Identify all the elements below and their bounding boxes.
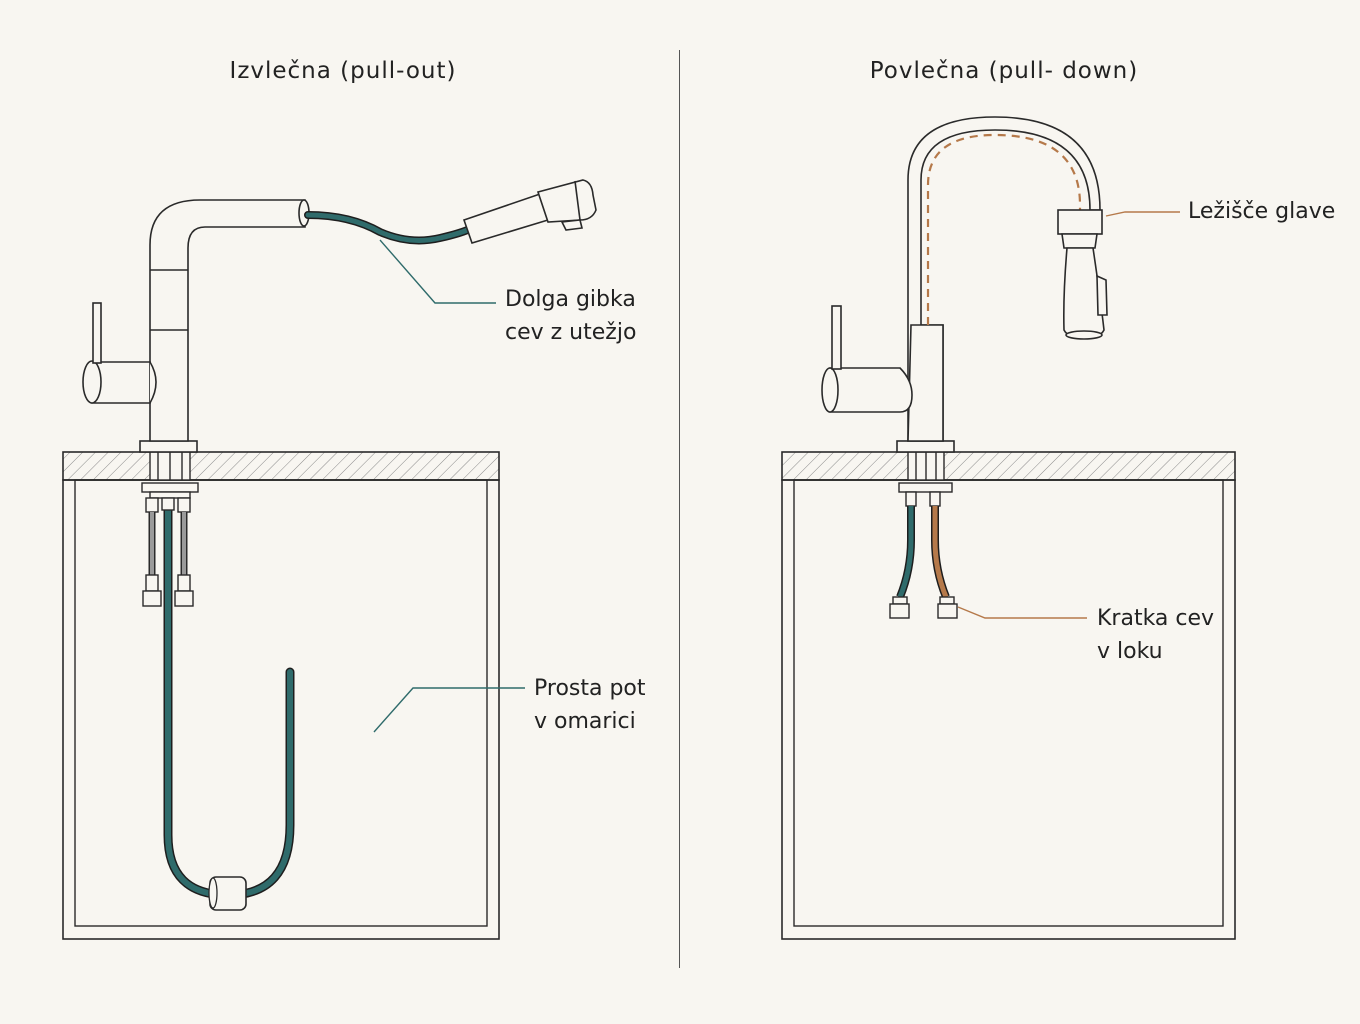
- left-faucet: [82, 199, 310, 453]
- left-panel-title: Izvlečna (pull-out): [229, 58, 457, 84]
- callout-line: cev z utežjo: [505, 320, 637, 345]
- left-spray-head: [462, 179, 597, 244]
- right-internal-hose: [926, 133, 1082, 325]
- panel-divider: [679, 50, 680, 968]
- leader-hose-right: [957, 606, 1087, 619]
- callout-line: v loku: [1097, 639, 1163, 664]
- callout-free-path: Prosta pot v omarici: [534, 672, 646, 738]
- left-supply-lines: [142, 512, 194, 607]
- right-cabinet: [781, 451, 1236, 940]
- right-short-hoses: [889, 506, 958, 619]
- leader-hose-left: [379, 239, 496, 304]
- callout-line: Prosta pot: [534, 676, 646, 701]
- callout-line: Dolga gibka: [505, 287, 636, 312]
- callout-long-hose: Dolga gibka cev z utežjo: [505, 283, 636, 349]
- right-panel-title: Povlečna (pull- down): [869, 58, 1139, 84]
- leader-path-left: [373, 687, 525, 733]
- right-spray-head: [1063, 247, 1108, 340]
- leader-dock-right: [1105, 211, 1180, 217]
- right-faucet: [821, 116, 1101, 453]
- callout-line: Ležišče glave: [1188, 199, 1336, 224]
- callout-line: v omarici: [534, 709, 636, 734]
- left-cabinet: [62, 451, 500, 940]
- right-mounting: [898, 451, 953, 507]
- callout-short-hose: Kratka cev v loku: [1097, 602, 1214, 668]
- left-mounting: [141, 451, 199, 513]
- right-spray-dock: [1057, 209, 1103, 249]
- callout-line: Kratka cev: [1097, 606, 1215, 631]
- callout-head-dock: Ležišče glave: [1188, 195, 1335, 228]
- hose-weight: [208, 876, 247, 911]
